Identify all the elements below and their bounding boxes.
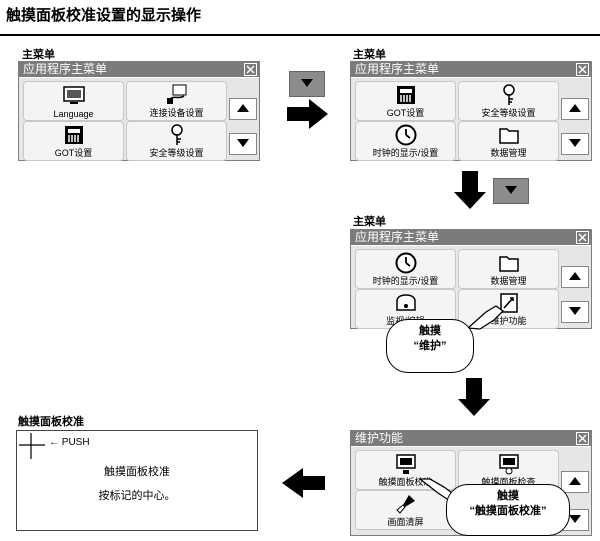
touch-panel-check-tile[interactable]: 触摸面板检查 — [458, 450, 559, 490]
main-menu-label: 主菜单 — [353, 49, 386, 61]
close-icon[interactable] — [576, 432, 589, 445]
tile-label: 数据管理 — [490, 148, 527, 158]
arrow-right-icon — [287, 99, 328, 129]
security-level-tile[interactable]: 安全等级设置 — [458, 81, 559, 121]
panel-titlebar: 应用程序主菜单 — [351, 62, 591, 77]
app-main-menu-panel: 应用程序主菜单 Language 连接设备设置 GOT设置 安全等级设置 — [18, 61, 260, 161]
calibration-screen: ← PUSH 触摸面板校准 按标记的中心。 — [16, 430, 258, 531]
arrow-left-icon — [282, 468, 325, 498]
data-management-tile[interactable]: 数据管理 — [458, 121, 559, 161]
clock-icon — [395, 252, 416, 274]
tile-label: GOT设置 — [54, 148, 93, 158]
key-icon — [170, 124, 183, 145]
calibration-instruction: 按标记的中心。 — [98, 490, 176, 502]
callout-line: 触摸 — [419, 325, 441, 337]
tile-label: 画面清屏 — [387, 517, 424, 527]
close-icon[interactable] — [576, 63, 589, 76]
touch-hand-icon — [466, 305, 505, 330]
scroll-down-key — [289, 71, 325, 97]
key-icon — [502, 84, 515, 105]
touch-callout: 触摸 “触摸面板校准” — [446, 484, 570, 536]
calibration-label: 触摸面板校准 — [18, 416, 84, 428]
panel-title: 应用程序主菜单 — [355, 230, 440, 244]
got-settings-icon — [396, 86, 415, 104]
folder-icon — [498, 128, 519, 144]
data-management-tile[interactable]: 数据管理 — [458, 249, 559, 289]
scroll-down-button[interactable] — [229, 133, 257, 155]
panel-title: 应用程序主菜单 — [23, 62, 108, 76]
app-main-menu-panel: 应用程序主菜单 时钟的显示/设置 数据管理 监视/编辑 维护功能 — [350, 229, 592, 329]
callout-line: “触摸面板校准” — [469, 505, 547, 517]
scroll-down-button[interactable] — [561, 133, 589, 155]
push-indicator: ← PUSH — [49, 437, 90, 448]
touch-panel-calibration-tile[interactable]: 触摸面板校准 — [355, 450, 456, 490]
callout-line: 触摸 — [497, 490, 519, 502]
tile-label: 时钟的显示/设置 — [372, 276, 439, 286]
panel-titlebar: 应用程序主菜单 — [351, 230, 591, 245]
tile-label: 安全等级设置 — [149, 148, 204, 158]
tile-label: GOT设置 — [386, 108, 425, 118]
scroll-up-button[interactable] — [561, 266, 589, 288]
brush-icon — [395, 495, 415, 514]
language-tile[interactable]: Language — [23, 81, 124, 121]
touch-check-icon — [498, 454, 519, 475]
maintenance-icon — [499, 293, 518, 313]
scroll-down-button[interactable] — [561, 301, 589, 323]
screen-clean-tile[interactable]: 画面清屏 — [355, 490, 456, 530]
tile-label: Language — [53, 109, 94, 119]
scroll-up-button[interactable] — [229, 98, 257, 120]
scroll-up-button[interactable] — [561, 471, 589, 493]
panel-titlebar: 维护功能 — [351, 431, 591, 446]
calibration-title: 触摸面板校准 — [104, 466, 170, 478]
got-settings-icon — [64, 126, 83, 144]
touch-callout: 触摸 “维护” — [386, 319, 474, 373]
monitor-icon — [395, 294, 416, 311]
app-main-menu-panel: 应用程序主菜单 GOT设置 安全等级设置 时钟的显示/设置 数据管理 — [350, 61, 592, 161]
panel-title: 应用程序主菜单 — [355, 62, 440, 76]
security-level-tile[interactable]: 安全等级设置 — [126, 121, 227, 161]
tile-label: 时钟的显示/设置 — [372, 148, 439, 158]
connection-icon — [166, 84, 186, 104]
tile-label: 触摸面板校准 — [378, 477, 433, 487]
tile-label: 维护功能 — [490, 316, 527, 326]
got-settings-tile[interactable]: GOT设置 — [23, 121, 124, 161]
folder-icon — [498, 256, 519, 272]
calibration-icon — [395, 454, 416, 474]
panel-titlebar: 应用程序主菜单 — [19, 62, 259, 77]
scroll-up-button[interactable] — [561, 98, 589, 120]
got-settings-tile[interactable]: GOT设置 — [355, 81, 456, 121]
tile-label: 数据管理 — [490, 276, 527, 286]
tile-label: 连接设备设置 — [149, 108, 204, 118]
tile-label: 安全等级设置 — [481, 108, 536, 118]
close-icon[interactable] — [576, 231, 589, 244]
device-connection-tile[interactable]: 连接设备设置 — [126, 81, 227, 121]
main-menu-label: 主菜单 — [353, 216, 386, 228]
main-menu-label: 主菜单 — [22, 49, 55, 61]
panel-title: 维护功能 — [355, 431, 404, 445]
callout-line: “维护” — [413, 340, 447, 352]
clock-settings-tile[interactable]: 时钟的显示/设置 — [355, 249, 456, 289]
tile-label: 触摸面板检查 — [481, 477, 536, 487]
close-icon[interactable] — [244, 63, 257, 76]
clock-settings-tile[interactable]: 时钟的显示/设置 — [355, 121, 456, 161]
title-divider — [0, 34, 600, 36]
arrow-down-icon — [454, 171, 486, 209]
arrow-down-icon — [458, 378, 490, 416]
language-icon — [62, 86, 85, 104]
scroll-down-key — [493, 178, 529, 204]
clock-icon — [395, 124, 416, 146]
calibration-mark-icon[interactable] — [19, 433, 47, 461]
page-title: 触摸面板校准设置的显示操作 — [6, 7, 202, 24]
